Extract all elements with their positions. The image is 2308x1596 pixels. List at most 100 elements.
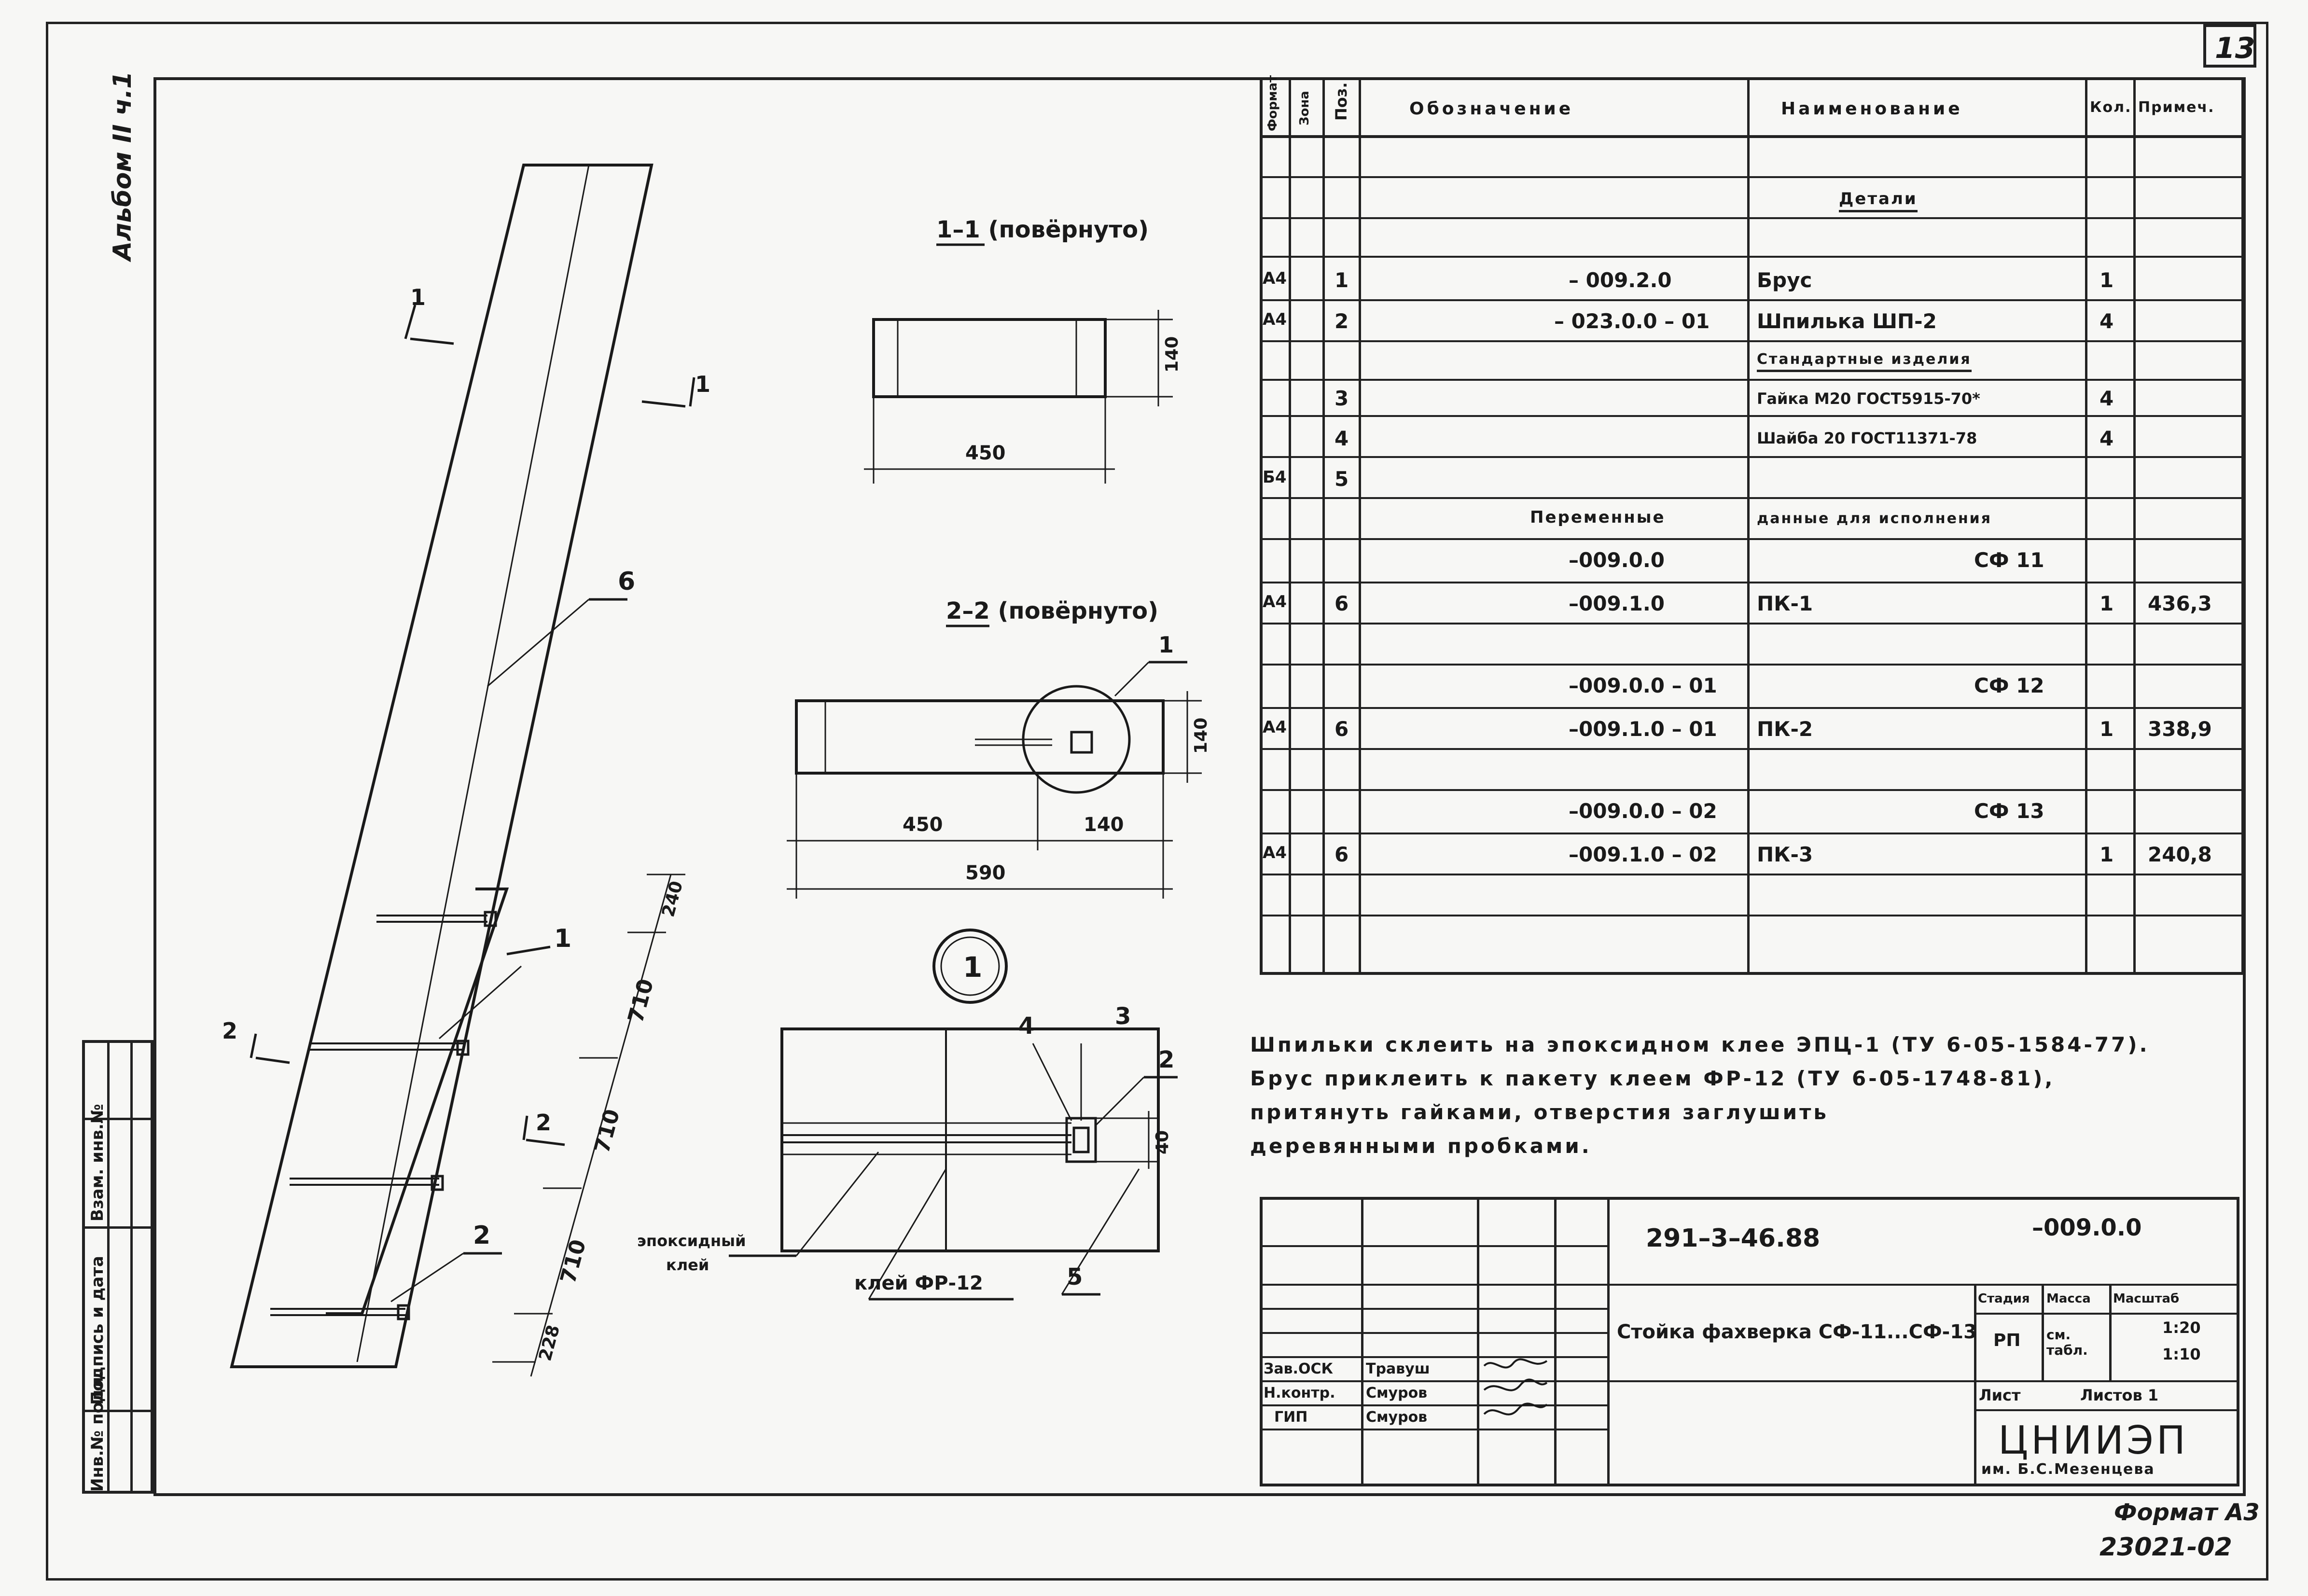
row-8-name: СФ 12 <box>1974 674 2044 697</box>
role-1-name: Травуш <box>1366 1360 1430 1377</box>
row-4-pos: 4 <box>1335 427 1349 450</box>
general-notes: Шпильки склеить на эпоксидном клее ЭПЦ-1… <box>1250 1028 2264 1163</box>
row-7-format: А4 <box>1263 592 1287 611</box>
row-2-name: Шпилька ШП-2 <box>1757 309 1937 333</box>
row-7-pos: 6 <box>1335 592 1349 615</box>
detail-1-label: 1 <box>963 951 982 984</box>
document-identifier: 23021-02 <box>2099 1533 2232 1562</box>
org-sub: им. Б.С.Мезенцева <box>1981 1461 2155 1478</box>
signatures <box>1483 1358 1548 1416</box>
row-5-pos: 5 <box>1335 467 1349 491</box>
sec2-dim-140-v: 140 <box>1191 718 1211 754</box>
detail-1: 1 4 3 2 40 5 эпоксидный клей клей ФР-12 <box>637 929 1178 1301</box>
row-3-pos: 3 <box>1335 387 1349 410</box>
row-9-name: ПК-2 <box>1757 717 1813 741</box>
detail-glue-epoxy-2: клей <box>666 1256 709 1274</box>
dim-240: 240 <box>658 879 687 919</box>
note-line-1: Шпильки склеить на эпоксидном клее ЭПЦ-1… <box>1250 1033 2150 1056</box>
row-8-designation: –009.0.0 – 01 <box>1569 674 1717 697</box>
dim-710-b: 710 <box>589 1107 625 1156</box>
row-11-name: ПК-3 <box>1757 843 1813 866</box>
row-6-name: СФ 11 <box>1974 548 2044 572</box>
doc-code: 291–3–46.88 <box>1646 1224 1821 1253</box>
dim-228: 228 <box>535 1323 564 1363</box>
role-2-name: Смуров <box>1366 1385 1428 1402</box>
header-name: Наименование <box>1781 99 1963 119</box>
sheet-number: 13 <box>2215 31 2255 65</box>
detail-leader-5: 5 <box>1067 1263 1083 1291</box>
section-standard: Стандартные изделия <box>1757 352 1972 372</box>
row-7-name: ПК-1 <box>1757 592 1813 615</box>
row-9-pos: 6 <box>1335 717 1349 741</box>
section-1-1: 1–1 (повёрнуто) 140 450 <box>864 216 1182 484</box>
section-arrow-2a: 2 <box>222 1018 237 1044</box>
row-3-qty: 4 <box>2099 387 2114 410</box>
row-11-note: 240,8 <box>2148 843 2212 866</box>
detail-leader-4: 4 <box>1018 1013 1034 1040</box>
row-1-pos: 1 <box>1335 268 1349 292</box>
row-6-designation: –009.0.0 <box>1569 548 1665 572</box>
mark-2-main: 2 <box>473 1221 490 1250</box>
section-variable-left: Переменные <box>1530 508 1666 527</box>
header-qty: Кол. <box>2090 99 2132 116</box>
row-11-designation: –009.1.0 – 02 <box>1569 843 1717 866</box>
row-9-format: А4 <box>1263 718 1287 737</box>
stage-value: РП <box>1993 1331 2021 1350</box>
row-1-designation: – 009.2.0 <box>1569 268 1672 292</box>
sec2-leader-1: 1 <box>1158 632 1174 658</box>
row-7-designation: –009.1.0 <box>1569 592 1665 615</box>
section-arrow-2b: 2 <box>536 1110 551 1136</box>
sec1-dim-140: 140 <box>1162 336 1182 373</box>
row-3-name: Гайка М20 ГОСТ5915-70* <box>1757 389 1980 408</box>
detail-glue-epoxy-1: эпоксидный <box>637 1232 746 1250</box>
drawing-views: 1 2 6 1 1 2 2 240 710 710 710 228 <box>222 164 1211 1377</box>
role-2: Н.контр. <box>1264 1385 1335 1402</box>
detail-glue-fr: клей ФР-12 <box>854 1272 983 1294</box>
row-4-qty: 4 <box>2099 427 2114 450</box>
section-variable-right: данные для исполнения <box>1757 510 1992 527</box>
sec1-dim-450: 450 <box>965 442 1006 464</box>
row-9-designation: –009.1.0 – 01 <box>1569 717 1717 741</box>
strip-replace-inv: Взам. инв.№ <box>88 1104 107 1221</box>
elevation-view: 1 2 6 1 1 2 2 240 710 710 710 228 <box>222 164 710 1377</box>
row-2-format: А4 <box>1263 310 1287 329</box>
role-1: Зав.ОСК <box>1264 1360 1333 1377</box>
row-11-qty: 1 <box>2099 843 2114 866</box>
section-arrow-1b: 1 <box>695 371 710 397</box>
row-5-format: Б4 <box>1263 468 1287 487</box>
row-10-designation: –009.0.0 – 02 <box>1569 799 1717 823</box>
dim-710-c: 710 <box>556 1237 591 1286</box>
scale-value-2: 1:10 <box>2162 1345 2201 1363</box>
dim-710-a: 710 <box>623 976 658 1026</box>
role-3-name: Смуров <box>1366 1409 1428 1426</box>
row-1-name: Брус <box>1757 268 1812 292</box>
sec2-dim-140-h: 140 <box>1084 814 1124 836</box>
side-strip: Инв.№ подл. Подпись и дата Взам. инв.№ <box>82 1040 153 1494</box>
row-9-qty: 1 <box>2099 717 2114 741</box>
format-label: Формат А3 <box>2114 1499 2260 1526</box>
org-name: ЦНИИЭП <box>1998 1418 2188 1463</box>
row-2-qty: 4 <box>2099 309 2114 333</box>
mark-1: 1 <box>554 924 571 953</box>
scale-label: Масштаб <box>2113 1291 2180 1306</box>
stage-label: Стадия <box>1978 1291 2030 1306</box>
row-1-format: А4 <box>1263 269 1287 288</box>
note-line-2: Брус приклеить к пакету клеем ФР-12 (ТУ … <box>1250 1067 2055 1090</box>
row-7-note: 436,3 <box>2148 592 2212 615</box>
outer-border <box>46 22 2268 1581</box>
mass-value: см. табл. <box>2046 1327 2088 1358</box>
header-pos: Поз. <box>1332 82 1350 121</box>
doc-title: Стойка фахверка СФ-11...СФ-13 <box>1617 1321 1977 1343</box>
detail-leader-3: 3 <box>1115 1003 1131 1030</box>
row-10-name: СФ 13 <box>1974 799 2044 823</box>
section-2-title: 2–2 (повёрнуто) <box>946 597 1158 625</box>
section-arrow-1a: 1 <box>410 284 426 310</box>
row-2-pos: 2 <box>1335 309 1349 333</box>
mass-label: Масса <box>2046 1291 2091 1306</box>
sheet-number-box: 13 <box>2203 24 2256 68</box>
section-2-2: 2–2 (повёрнуто) 1 140 450 140 590 <box>787 597 1211 899</box>
row-2-designation: – 023.0.0 – 01 <box>1554 309 1710 333</box>
row-4-name: Шайба 20 ГОСТ11371-78 <box>1757 429 1977 447</box>
row-7-qty: 1 <box>2099 592 2114 615</box>
section-1-title: 1–1 (повёрнуто) <box>936 216 1149 243</box>
